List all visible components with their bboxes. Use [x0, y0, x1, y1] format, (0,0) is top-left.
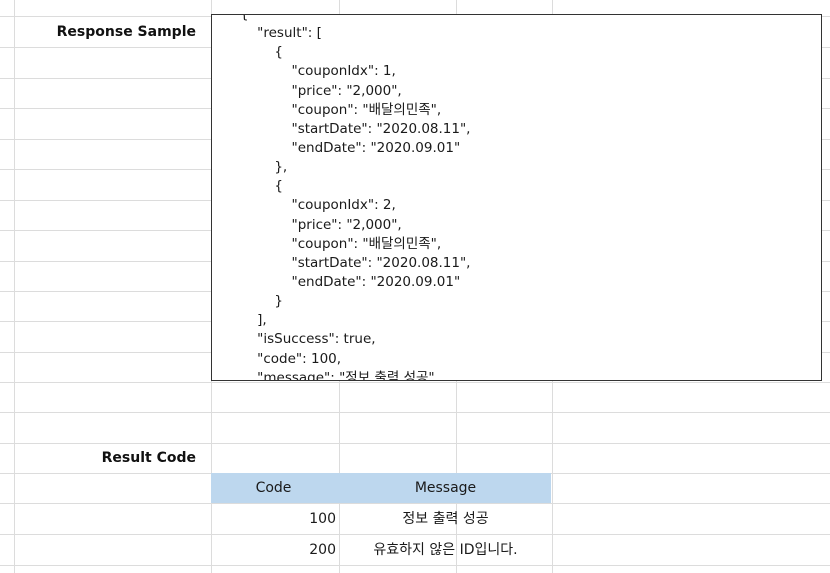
result-code-label: Result Code	[101, 450, 196, 466]
code-line: "startDate": "2020.08.11",	[240, 120, 471, 137]
code-line: "coupon": "배달의민족",	[240, 235, 442, 252]
table-cell-code[interactable]: 200	[309, 542, 336, 558]
code-line: "code": 100,	[240, 350, 342, 367]
table-cell-code[interactable]: 100	[309, 511, 336, 527]
result-code-header-row	[211, 473, 551, 503]
code-line: "startDate": "2020.08.11",	[240, 254, 471, 271]
header-message[interactable]: Message	[414, 480, 477, 496]
code-line: "couponIdx": 2,	[240, 197, 396, 214]
header-code[interactable]: Code	[255, 480, 292, 496]
table-cell-message[interactable]: 정보 출력 성공	[402, 511, 489, 527]
code-line: "couponIdx": 1,	[240, 63, 396, 80]
code-line: ],	[240, 312, 267, 329]
response-sample-label: Response Sample	[56, 24, 196, 40]
code-line: "coupon": "배달의민족",	[240, 101, 442, 118]
code-line: "endDate": "2020.09.01"	[240, 139, 461, 156]
code-line: {	[240, 178, 283, 195]
code-line: "price": "2,000",	[240, 82, 402, 99]
code-line: "endDate": "2020.09.01"	[240, 273, 461, 290]
response-sample-code: { "result": [ { "couponIdx": 1, "price":…	[240, 14, 471, 381]
code-line: "price": "2,000",	[240, 216, 402, 233]
code-line: },	[240, 159, 288, 176]
code-line: {	[240, 44, 283, 61]
table-cell-message[interactable]: 유효하지 않은 ID입니다.	[373, 542, 518, 558]
response-sample-textbox[interactable]: { "result": [ { "couponIdx": 1, "price":…	[211, 14, 822, 381]
code-line: }	[240, 293, 283, 310]
code-line: "isSuccess": true,	[240, 331, 376, 348]
code-line: {	[240, 14, 249, 22]
code-line: "result": [	[240, 25, 322, 42]
code-line: "message": "정보 출력 성공"	[240, 369, 435, 381]
